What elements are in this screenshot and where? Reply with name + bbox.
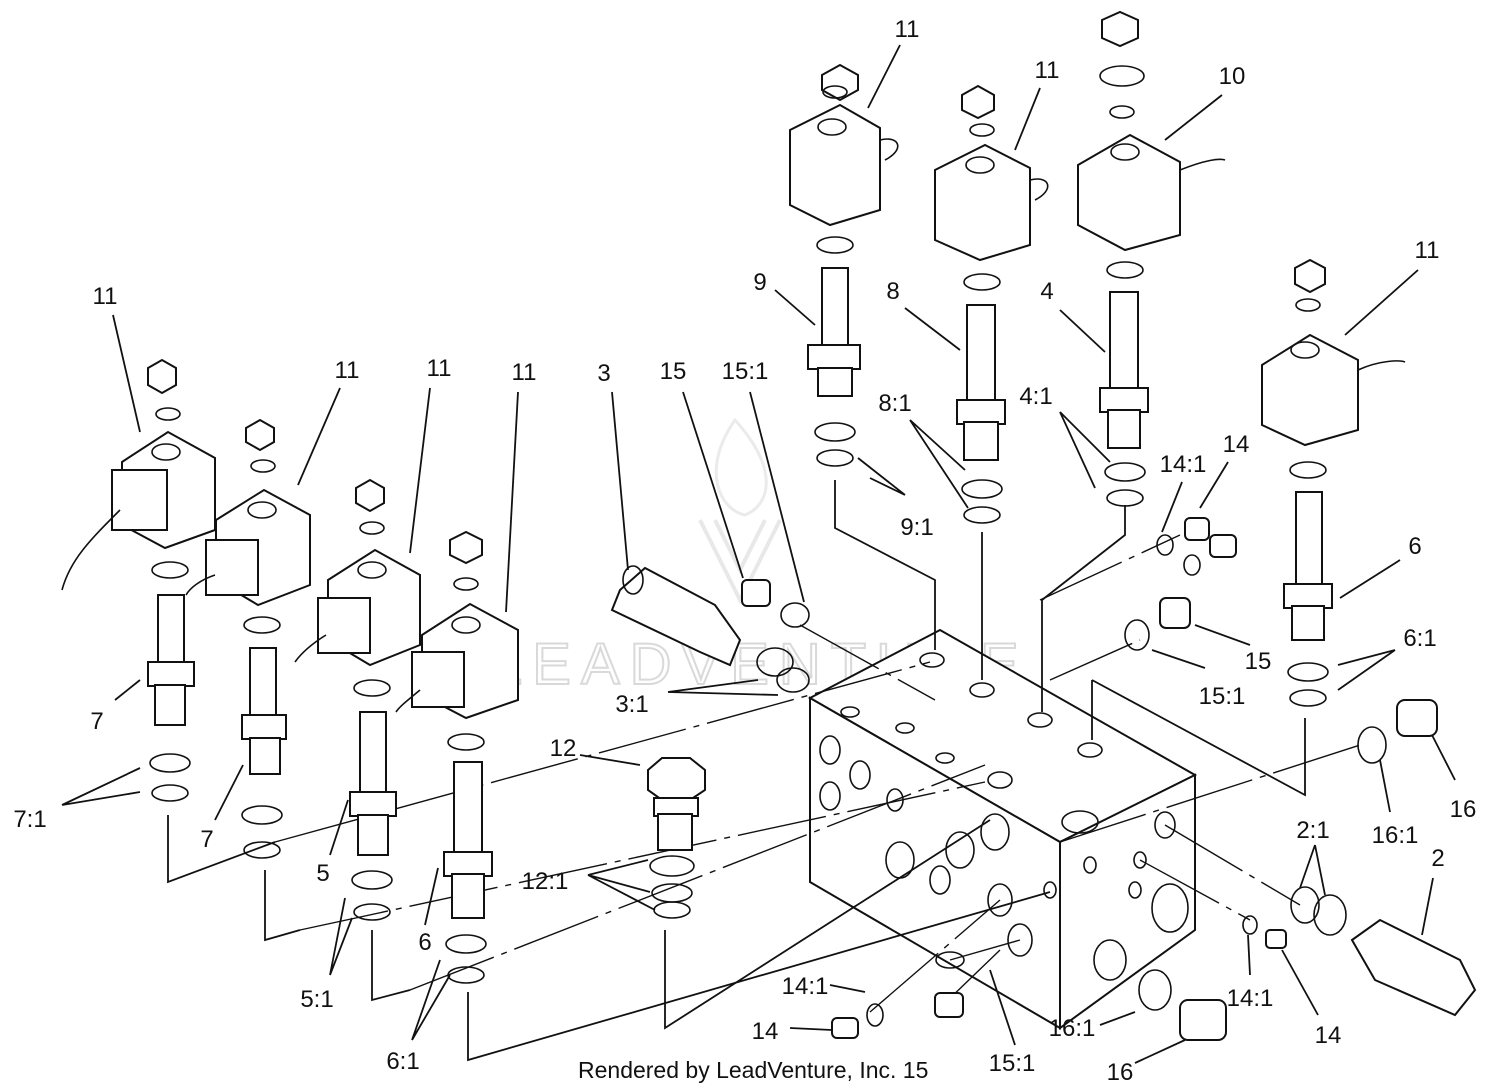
callout-15-1: 15:1: [989, 1050, 1036, 1077]
callout-5: 5: [316, 860, 329, 887]
callout-14: 14: [752, 1018, 779, 1045]
callout-16-1: 16:1: [1049, 1015, 1096, 1042]
render-credit: Rendered by LeadVenture, Inc. 15: [578, 1057, 928, 1083]
solenoid-coil-7-a: [61, 358, 216, 802]
callout-15: 15: [1245, 648, 1272, 675]
callout-14-1: 14:1: [1160, 451, 1207, 478]
solenoid-coil-8: [934, 84, 1049, 524]
callout-4: 4: [1040, 278, 1053, 305]
callout-2-1: 2:1: [1296, 817, 1329, 844]
solenoid-coil-5: [294, 478, 421, 921]
callout-7: 7: [90, 708, 103, 735]
callout-11: 11: [1415, 237, 1440, 264]
callout-16: 16: [1107, 1059, 1134, 1086]
callout-8: 8: [886, 278, 899, 305]
callout-9: 9: [753, 269, 766, 296]
callout-6: 6: [418, 929, 431, 956]
callout-12: 12: [550, 735, 577, 762]
callout-14: 14: [1315, 1022, 1342, 1049]
callout-7-1: 7:1: [13, 806, 46, 833]
callout-8-1: 8:1: [878, 390, 911, 417]
plug-15-top: [741, 579, 810, 628]
callout-6: 6: [1408, 533, 1421, 560]
callout-11: 11: [1035, 57, 1060, 84]
solenoid-coil-4: [1077, 10, 1226, 507]
callout-11: 11: [93, 283, 118, 310]
callout-16: 16: [1450, 796, 1477, 823]
callout-5-1: 5:1: [300, 986, 333, 1013]
relief-valve-12: [647, 757, 706, 919]
callout-15: 15: [660, 358, 687, 385]
callout-14-1: 14:1: [782, 973, 829, 1000]
callout-11: 11: [427, 355, 452, 382]
callout-6-1: 6:1: [1403, 625, 1436, 652]
callout-9-1: 9:1: [900, 514, 933, 541]
solenoid-coil-6-right: [1261, 258, 1406, 707]
callout-15-1: 15:1: [722, 358, 769, 385]
cartridge-valve-3: [610, 565, 810, 693]
callout-4-1: 4:1: [1019, 383, 1052, 410]
solenoid-coil-7-b: [185, 418, 311, 859]
solenoid-coil-6-left: [395, 530, 519, 984]
callout-3: 3: [597, 360, 610, 387]
callout-14: 14: [1223, 431, 1250, 458]
fittings-bottom: [831, 951, 1227, 1041]
callout-12-1: 12:1: [522, 868, 569, 895]
callout-11: 11: [335, 357, 360, 384]
callout-2: 2: [1431, 845, 1444, 872]
fittings-14-15-right: [1124, 517, 1477, 1017]
callout-10: 10: [1219, 63, 1246, 90]
callout-14-1: 14:1: [1227, 985, 1274, 1012]
watermark-logo: [698, 417, 782, 605]
callout-11: 11: [895, 16, 920, 43]
callout-11: 11: [512, 359, 537, 386]
manifold-block: [807, 628, 1198, 1030]
callout-16-1: 16:1: [1372, 822, 1419, 849]
callout-3-1: 3:1: [615, 691, 648, 718]
callout-7: 7: [200, 826, 213, 853]
solenoid-coil-9: [789, 63, 899, 467]
callout-6-1: 6:1: [386, 1048, 419, 1075]
callout-15-1: 15:1: [1199, 683, 1246, 710]
callout-leaders: [61, 44, 1456, 1064]
